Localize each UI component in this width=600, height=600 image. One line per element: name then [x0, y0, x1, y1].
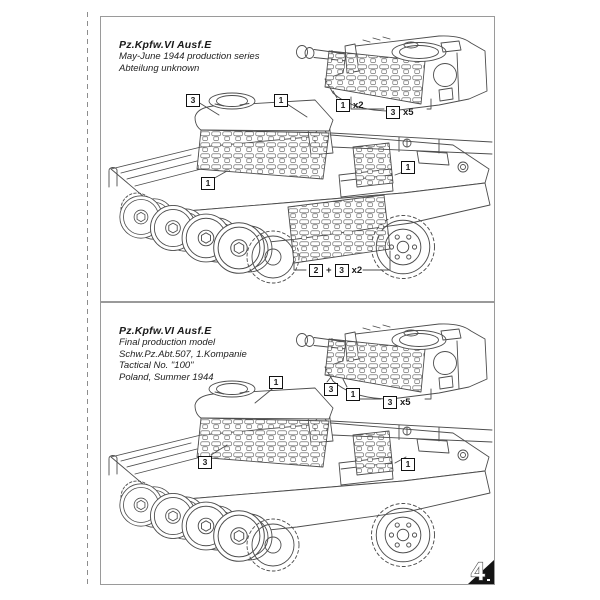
variant-title: Pz.Kpfw.VI Ausf.E — [119, 39, 212, 51]
variant-text-block: Pz.Kpfw.VI Ausf.E Final production model… — [119, 325, 247, 383]
part-label-box: 1 — [401, 458, 415, 471]
svg-text:4: 4 — [471, 558, 485, 586]
inset-part-quantity: 1 x2 — [336, 99, 364, 112]
variant-text-block: Pz.Kpfw.VI Ausf.E May-June 1944 producti… — [119, 39, 259, 74]
page-number: 4 — [470, 557, 485, 586]
inset-part-quantity: 3 x5 — [383, 396, 411, 409]
track-formula-label: 2 + 3 x2 — [309, 264, 362, 277]
part-label-box: 3 — [334, 264, 349, 277]
corner-mark — [487, 579, 490, 581]
part-label-box: 3 — [198, 456, 212, 469]
part-label-box: 3 — [186, 94, 200, 107]
panel-may-june-1944: Pz.Kpfw.VI Ausf.E May-June 1944 producti… — [100, 16, 495, 302]
part-label-box: 1 — [269, 376, 283, 389]
quantity-label: x2 — [351, 265, 363, 276]
variant-line: Abteilung unknown — [119, 62, 200, 74]
quantity-label: x2 — [353, 100, 364, 111]
variant-line: Final production model — [119, 337, 216, 348]
panel-final-production: Pz.Kpfw.VI Ausf.E Final production model… — [100, 302, 495, 586]
part-label-box: 1 — [336, 99, 350, 112]
quantity-label: x5 — [403, 107, 414, 118]
part-label-box: 1 — [201, 177, 215, 190]
variant-line: Schw.Pz.Abt.507, 1.Kompanie — [119, 348, 247, 360]
part-label-box: 1 — [274, 94, 288, 107]
part-label-box: 2 — [309, 264, 323, 277]
plus-sign: + — [326, 265, 332, 276]
tank-side-view-drawing — [101, 87, 494, 285]
quantity-label: x5 — [400, 397, 411, 408]
turret-detail-drawing — [296, 35, 488, 112]
inset-part-quantity: 3 x5 — [386, 106, 414, 119]
part-label-box: 3 — [383, 396, 397, 409]
page-number-corner: 4 — [464, 556, 494, 586]
variant-title: Pz.Kpfw.VI Ausf.E — [119, 325, 212, 337]
variant-line: Poland, Summer 1944 — [119, 371, 214, 383]
part-label-box: 1 — [346, 388, 360, 401]
variant-line: Tactical No. "100" — [119, 360, 194, 371]
part-label-box: 3 — [386, 106, 400, 119]
fold-mark-dashed-line — [87, 12, 88, 588]
variant-line: May-June 1944 production series — [119, 51, 260, 62]
turret-detail-drawing — [296, 323, 488, 400]
part-label-box: 3 — [324, 383, 338, 396]
part-label-box: 1 — [401, 161, 415, 174]
